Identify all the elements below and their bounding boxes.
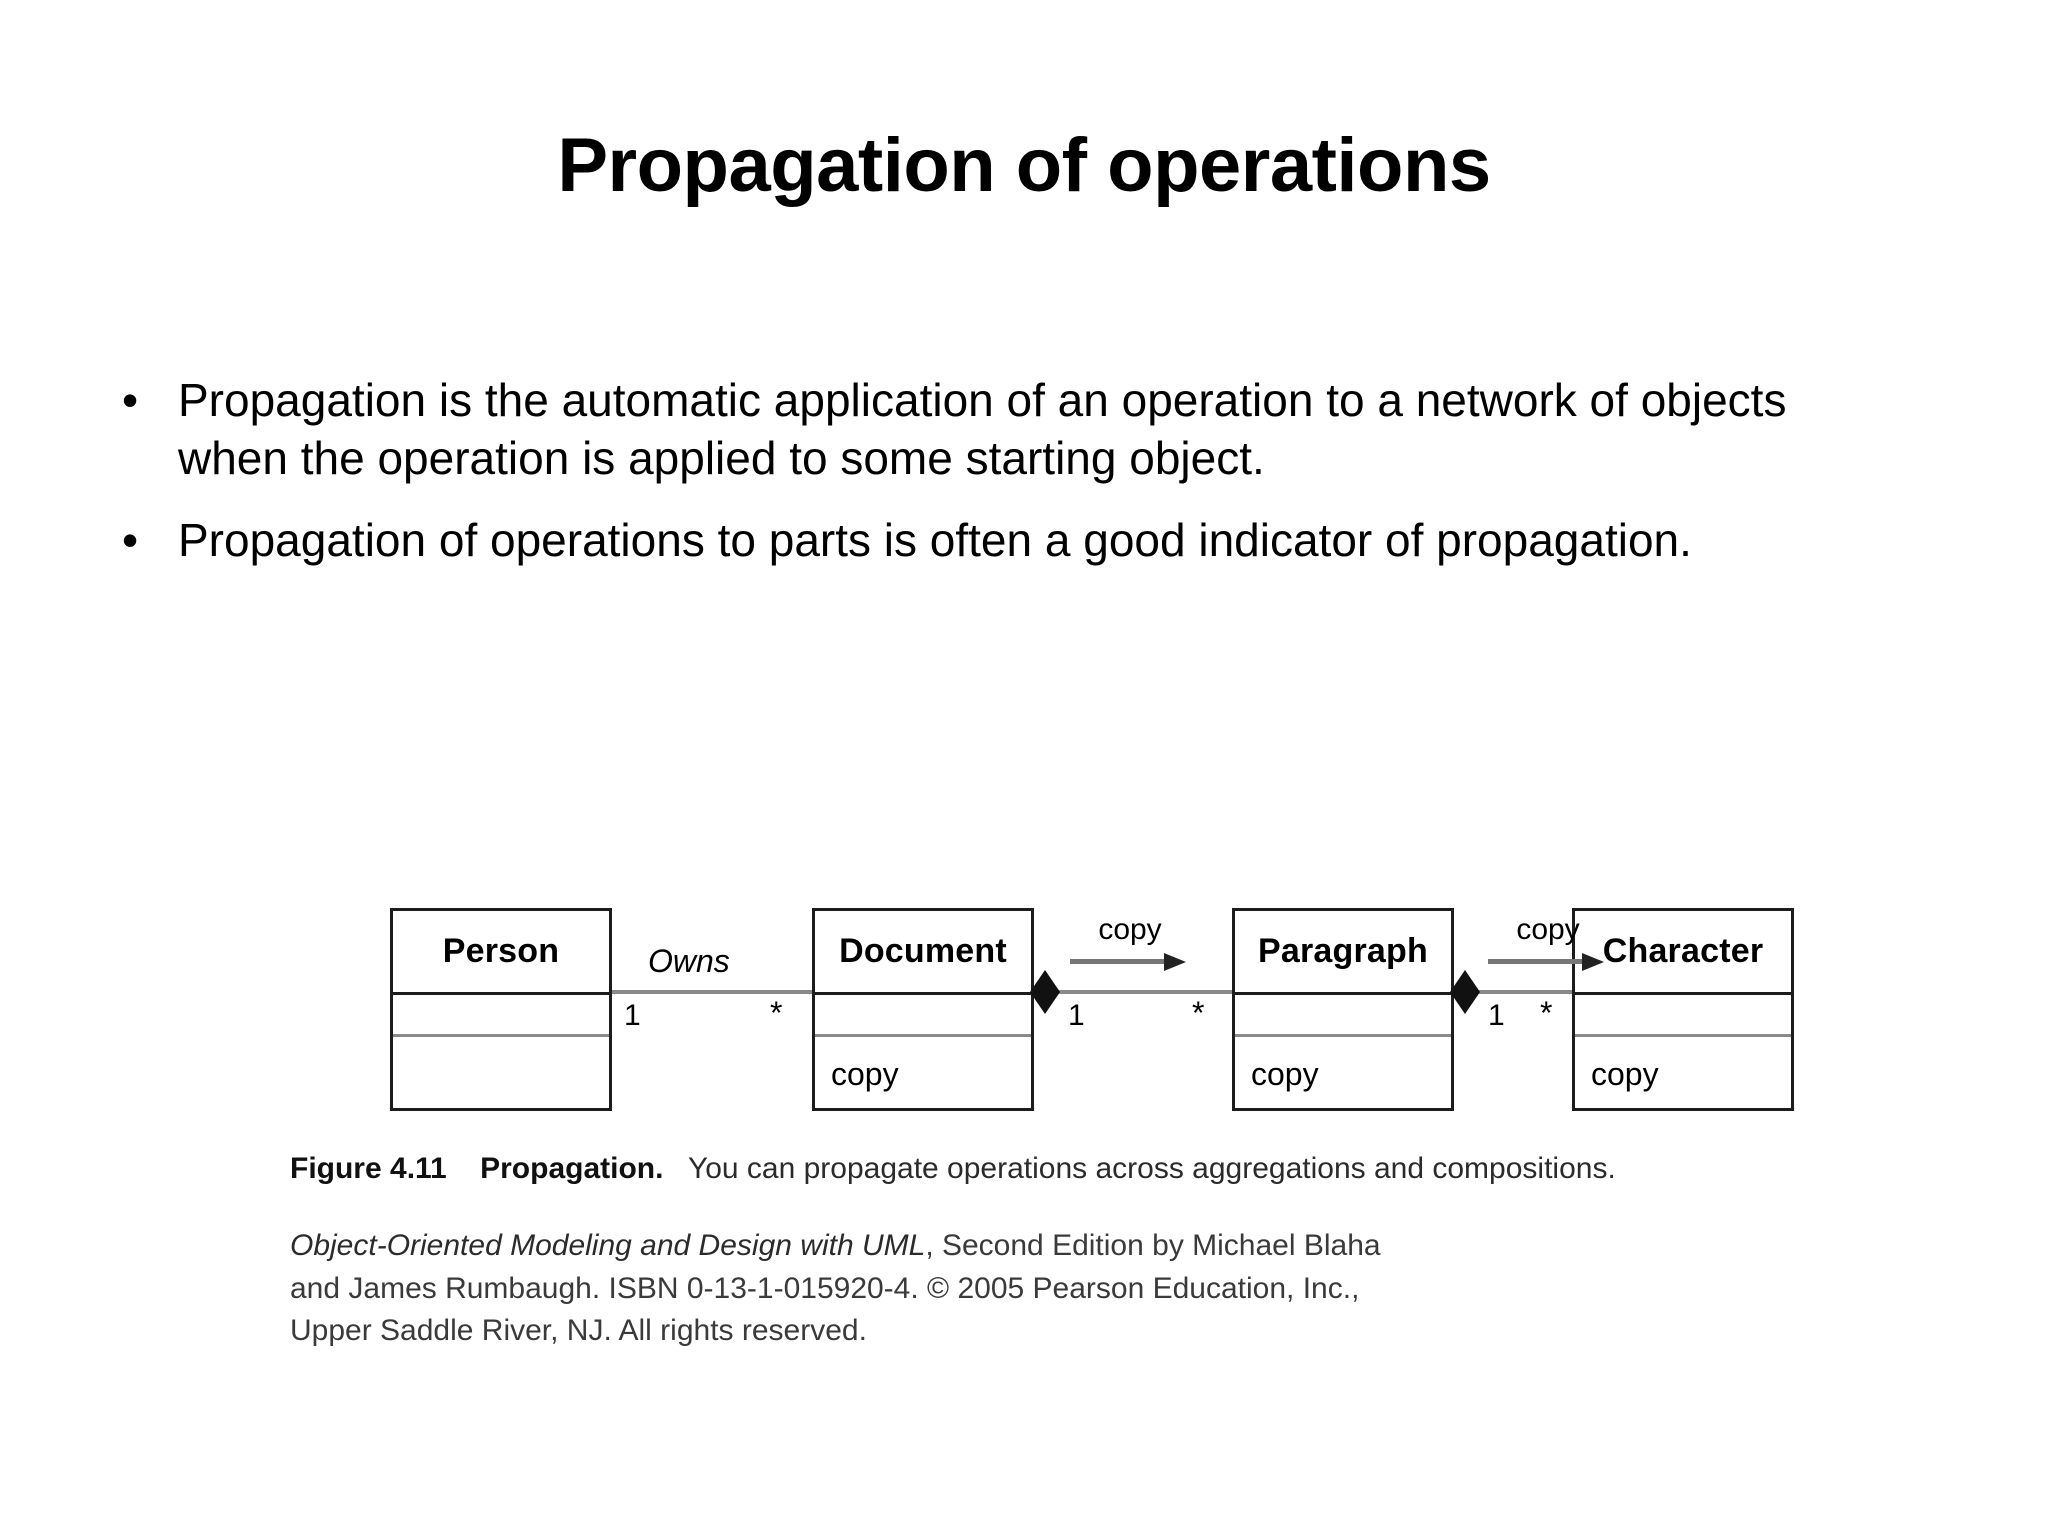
figure-description: You can propagate operations across aggr… [687,1152,1616,1185]
association-label-owns: Owns [648,943,730,979]
association-line-owns [612,990,812,994]
bullet-text: Propagation of operations to parts is of… [178,513,1692,566]
uml-attribute-compartment [815,995,1031,1037]
uml-class-name: Paragraph [1235,911,1451,995]
multiplicity-person-owns: 1 [624,999,641,1032]
book-edition-author: , Second Edition by Michael Blaha [925,1229,1381,1262]
uml-class-document: Document copy [812,908,1034,1111]
uml-attribute-compartment [1575,995,1791,1037]
uml-class-name: Document [815,911,1031,995]
uml-class-diagram: Person Document copy Paragraph copy Char… [380,895,1800,1115]
multiplicity-paragraph-target: * [1192,995,1205,1031]
bullet-text: Propagation is the automatic application… [178,374,1787,484]
uml-class-person: Person [390,908,612,1111]
attribution-line-1: Object-Oriented Modeling and Design with… [290,1225,1490,1268]
uml-operation-compartment: copy [831,1055,899,1092]
uml-class-name: Character [1575,911,1791,995]
uml-attribute-compartment [1235,995,1451,1037]
arrow-right-icon [1488,953,1608,971]
composition-line-paragraph-character [1454,990,1572,994]
uml-operation-compartment: copy [1251,1055,1319,1092]
arrow-right-icon [1070,953,1190,971]
composition-line-document-paragraph [1034,990,1232,994]
uml-operation-compartment [393,1037,609,1111]
propagation-arrow-label: copy [1098,913,1162,946]
figure-caption: Figure 4.11 Propagation. You can propaga… [290,1150,1850,1188]
composition-diamond-icon [1030,970,1060,1014]
multiplicity-character-target: * [1540,995,1553,1031]
uml-class-character: Character copy [1572,908,1794,1111]
propagation-arrow-paragraph-character: copy [1488,915,1608,971]
bullet-marker-icon: • [122,374,139,426]
book-title: Object-Oriented Modeling and Design with… [290,1229,926,1262]
page-title: Propagation of operations [557,123,1491,208]
list-item: • Propagation of operations to parts is … [110,512,1950,570]
propagation-arrow-label: copy [1516,913,1580,946]
figure-block: Person Document copy Paragraph copy Char… [290,895,1810,1347]
uml-class-paragraph: Paragraph copy [1232,908,1454,1111]
propagation-arrow-document-paragraph: copy [1070,915,1190,971]
figure-number: Figure 4.11 [290,1152,447,1185]
attribution-block: Object-Oriented Modeling and Design with… [290,1225,1490,1353]
multiplicity-document-source: 1 [1068,999,1085,1032]
uml-operation-compartment: copy [1591,1055,1659,1092]
bullet-marker-icon: • [122,513,139,566]
attribution-line-3: Upper Saddle River, NJ. All rights reser… [290,1314,867,1348]
bullet-list: • Propagation is the automatic applicati… [110,372,1950,594]
uml-class-name: Person [393,911,609,995]
list-item: • Propagation is the automatic applicati… [110,372,1950,488]
composition-diamond-icon [1450,970,1480,1014]
figure-title: Propagation. [480,1152,664,1185]
attribution-line-2: and James Rumbaugh. ISBN 0-13-1-015920-4… [290,1271,1360,1305]
multiplicity-paragraph-source: 1 [1488,999,1505,1032]
uml-attribute-compartment [393,995,609,1037]
multiplicity-document-owns: * [770,995,783,1031]
